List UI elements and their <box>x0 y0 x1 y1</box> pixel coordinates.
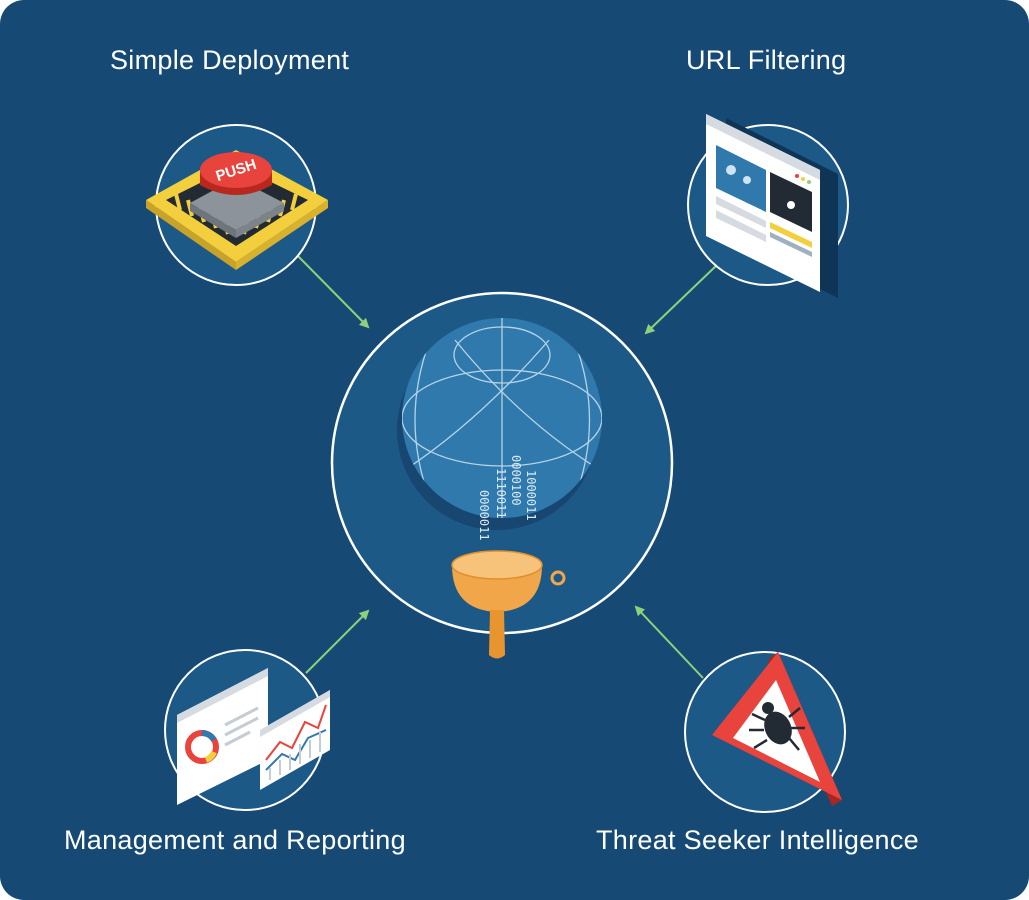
report-charts-icon <box>177 668 330 805</box>
simple-deployment-node: PUSH <box>146 124 328 286</box>
globe-filter-funnel-icon: 0000011 1110011 0000100 1000011 <box>397 318 602 659</box>
management-reporting-node <box>164 649 330 811</box>
browser-window-icon <box>706 114 838 298</box>
bug-warning-icon <box>712 652 842 806</box>
binary-column-1: 0000011 <box>477 490 491 541</box>
binary-column-4: 1000011 <box>524 470 538 521</box>
url-filtering-label: URL Filtering <box>686 45 847 75</box>
arrow-deployment-to-center <box>295 253 370 329</box>
simple-deployment-label: Simple Deployment <box>110 45 350 75</box>
arrow-filtering-to-center <box>644 263 719 335</box>
binary-column-2: 1110011 <box>494 468 508 519</box>
arrow-threat-to-center <box>634 605 704 679</box>
binary-stream: 0000011 1110011 0000100 1000011 <box>477 455 538 541</box>
binary-column-3: 0000100 <box>509 455 523 506</box>
center-node: 0000011 1110011 0000100 1000011 <box>330 291 674 659</box>
url-filtering-node <box>687 114 849 298</box>
management-reporting-label: Management and Reporting <box>64 825 406 855</box>
threat-seeker-node <box>684 651 846 813</box>
arrow-reporting-to-center <box>305 609 370 674</box>
push-button-icon: PUSH <box>146 150 328 270</box>
threat-seeker-label: Threat Seeker Intelligence <box>596 825 919 855</box>
funnel-icon <box>451 550 566 659</box>
